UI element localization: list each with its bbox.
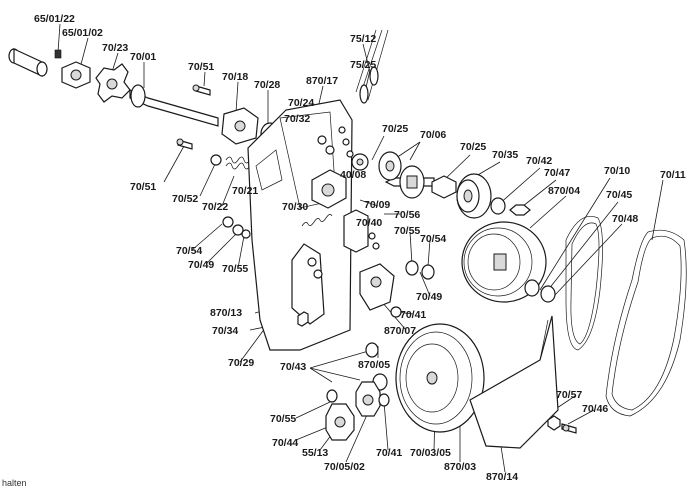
part-label-54: 70/57	[556, 389, 582, 401]
part-label-29: 70/09	[364, 199, 390, 211]
part-label-21: 870/04	[548, 185, 580, 197]
part-label-7: 70/28	[254, 79, 280, 91]
caption-text: halten	[2, 478, 27, 488]
part-label-25: 70/52	[172, 193, 198, 205]
part-label-4: 70/01	[130, 51, 156, 63]
part-label-28: 40/08	[340, 169, 366, 181]
part-label-44: 70/43	[280, 361, 306, 373]
part-label-47: 70/44	[272, 437, 298, 449]
part-label-13: 70/25	[382, 123, 408, 135]
part-label-49: 70/05/02	[324, 461, 365, 473]
part-label-33: 70/54	[176, 245, 202, 257]
part-label-22: 70/45	[606, 189, 632, 201]
part-label-46: 70/55	[270, 413, 296, 425]
part-labels: 65/01/22 65/01/02 70/23 70/01 70/51 70/1…	[34, 13, 686, 483]
part-label-26: 70/22	[202, 201, 228, 213]
part-label-45: 870/05	[358, 359, 390, 371]
part-label-30: 70/30	[282, 201, 308, 213]
part-label-8: 870/17	[306, 75, 338, 87]
part-label-5: 70/51	[188, 61, 214, 73]
part-label-10: 75/25	[350, 59, 376, 71]
part-label-55: 70/46	[582, 403, 608, 415]
part-label-23: 70/48	[612, 213, 638, 225]
part-label-15: 70/25	[460, 141, 486, 153]
part-label-20: 70/11	[660, 169, 686, 181]
part-label-38: 70/49	[416, 291, 442, 303]
part-label-27: 70/21	[232, 185, 258, 197]
part-label-3: 70/23	[102, 42, 128, 54]
part-label-35: 70/55	[222, 263, 248, 275]
part-label-14: 70/06	[420, 129, 446, 141]
part-label-43: 70/29	[228, 357, 254, 369]
part-label-50: 70/41	[376, 447, 402, 459]
part-label-48: 55/13	[302, 447, 328, 459]
part-label-52: 870/03	[444, 461, 476, 473]
part-label-34: 70/49	[188, 259, 214, 271]
parts-drawing	[8, 29, 687, 449]
part-label-19: 70/10	[604, 165, 630, 177]
part-label-11: 70/24	[288, 97, 314, 109]
part-label-39: 870/13	[210, 307, 242, 319]
part-label-24: 70/51	[130, 181, 156, 193]
part-label-1: 65/01/22	[34, 13, 75, 25]
part-label-17: 70/42	[526, 155, 552, 167]
part-label-51: 70/03/05	[410, 447, 451, 459]
part-label-40: 70/34	[212, 325, 238, 337]
part-label-37: 70/54	[420, 233, 446, 245]
part-label-41: 70/41	[400, 309, 426, 321]
part-label-12: 70/32	[284, 113, 310, 125]
part-label-31: 70/40	[356, 217, 382, 229]
part-label-2: 65/01/02	[62, 27, 103, 39]
part-label-32: 70/56	[394, 209, 420, 221]
part-label-6: 70/18	[222, 71, 248, 83]
part-label-16: 70/35	[492, 149, 518, 161]
part-label-18: 70/47	[544, 167, 570, 179]
part-label-53: 870/14	[486, 471, 518, 483]
part-label-42: 870/07	[384, 325, 416, 337]
part-label-36: 70/55	[394, 225, 420, 237]
part-label-9: 75/12	[350, 33, 376, 45]
